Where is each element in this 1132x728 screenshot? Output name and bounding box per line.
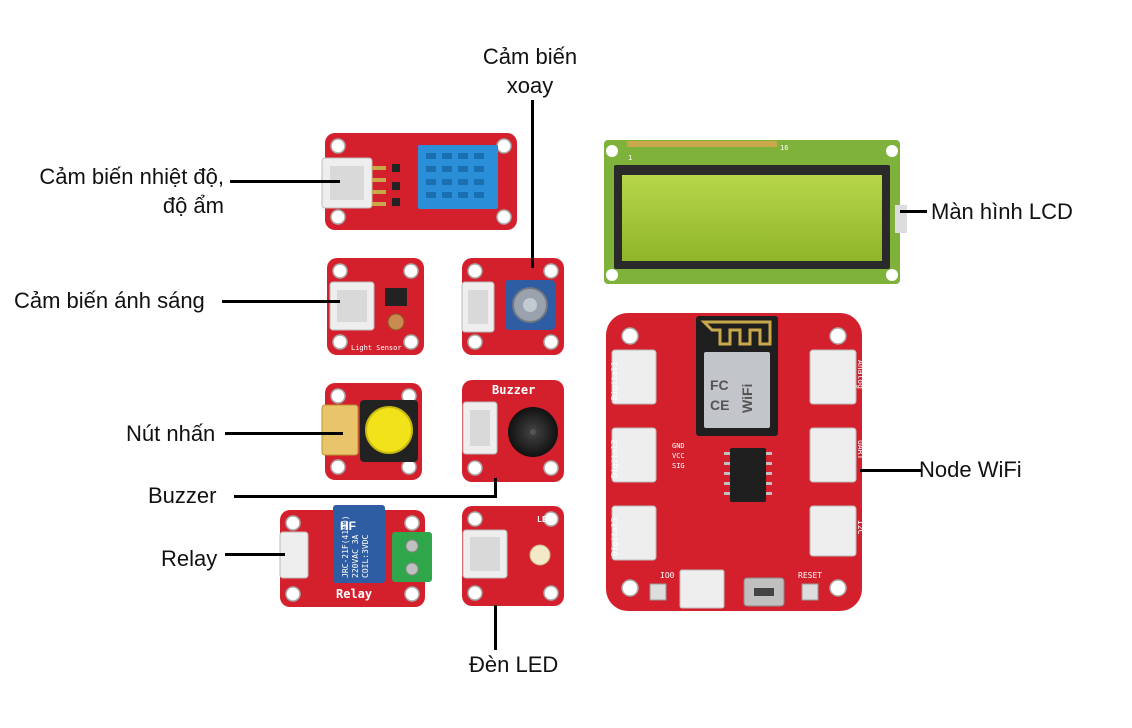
relay-brand-text: HF (340, 519, 356, 533)
wifi-digital3-text: Digital3 (610, 517, 619, 556)
wifi-ce-text: CE (710, 397, 729, 413)
label-lcd: Màn hình LCD (931, 199, 1073, 224)
buzzer-module: Buzzer (462, 380, 564, 482)
leader-temp-humidity (230, 180, 340, 183)
label-button: Nút nhấn (126, 421, 216, 446)
temp-humidity-module (321, 133, 517, 230)
label-temp-humidity-line1: Cảm biến nhiệt độ, (39, 164, 224, 189)
leader-button (225, 432, 343, 435)
led-board-text: LED (537, 515, 552, 524)
label-rotary: Cảm biến xoay (462, 42, 598, 100)
relay-rating-text: 220VAC 3A (351, 534, 360, 578)
label-node-wifi: Node WiFi (919, 457, 1022, 482)
leader-led (494, 605, 497, 650)
lcd-module: 1 16 (604, 140, 907, 284)
wifi-chip-text: WiFi (739, 384, 755, 413)
leader-relay (225, 553, 285, 556)
relay-model-text: JRC-21F(4100) (341, 515, 350, 578)
wifi-digital1-text: Digital1 (610, 361, 619, 400)
light-sensor-board-text: Light Sensor (351, 344, 402, 352)
lcd-pin16-text: 16 (780, 144, 788, 152)
relay-coil-text: COIL:3VDC (361, 534, 370, 578)
rotary-sensor-module (461, 258, 564, 355)
relay-module: HF JRC-21F(4100) 220VAC 3A COIL:3VDC Rel… (279, 505, 432, 607)
label-temp-humidity: Cảm biến nhiệt độ, độ ẩm (20, 162, 224, 220)
leader-node-wifi (860, 469, 922, 472)
leader-buzzer-h (234, 495, 497, 498)
wifi-fcc-text: FC (710, 377, 729, 393)
wifi-analog-text: Analog (856, 360, 865, 389)
leader-buzzer-v (494, 478, 497, 498)
wifi-digital2-text: Digital2 (610, 439, 619, 478)
label-rotary-line2: xoay (506, 73, 554, 98)
buzzer-board-text: Buzzer (492, 383, 535, 397)
label-buzzer: Buzzer (148, 483, 217, 508)
label-rotary-line1: Cảm biến (482, 44, 578, 69)
label-relay: Relay (161, 546, 218, 571)
label-light: Cảm biến ánh sáng (14, 288, 205, 313)
wifi-sig-text: SIG (672, 462, 685, 470)
wifi-gnd-text: GND (672, 442, 685, 450)
relay-board-text: Relay (336, 587, 372, 601)
leader-rotary (531, 100, 534, 268)
wifi-vcc-text: VCC (672, 452, 685, 460)
light-sensor-module: Light Sensor (327, 258, 424, 355)
wifi-uart-text: UART (856, 440, 865, 459)
lcd-pin1-text: 1 (628, 154, 632, 162)
label-temp-humidity-line2: độ ẩm (162, 193, 224, 218)
wifi-io0-text: IO0 (660, 571, 675, 580)
node-wifi-board: FC CE WiFi IO0 RESET (606, 313, 865, 611)
led-module: LED (462, 506, 564, 606)
label-led: Đèn LED (469, 652, 559, 677)
button-module (321, 383, 422, 480)
leader-light (222, 300, 340, 303)
wifi-i2c-text: I2C (856, 520, 865, 535)
wifi-reset-text: RESET (798, 571, 822, 580)
leader-lcd (900, 210, 927, 213)
